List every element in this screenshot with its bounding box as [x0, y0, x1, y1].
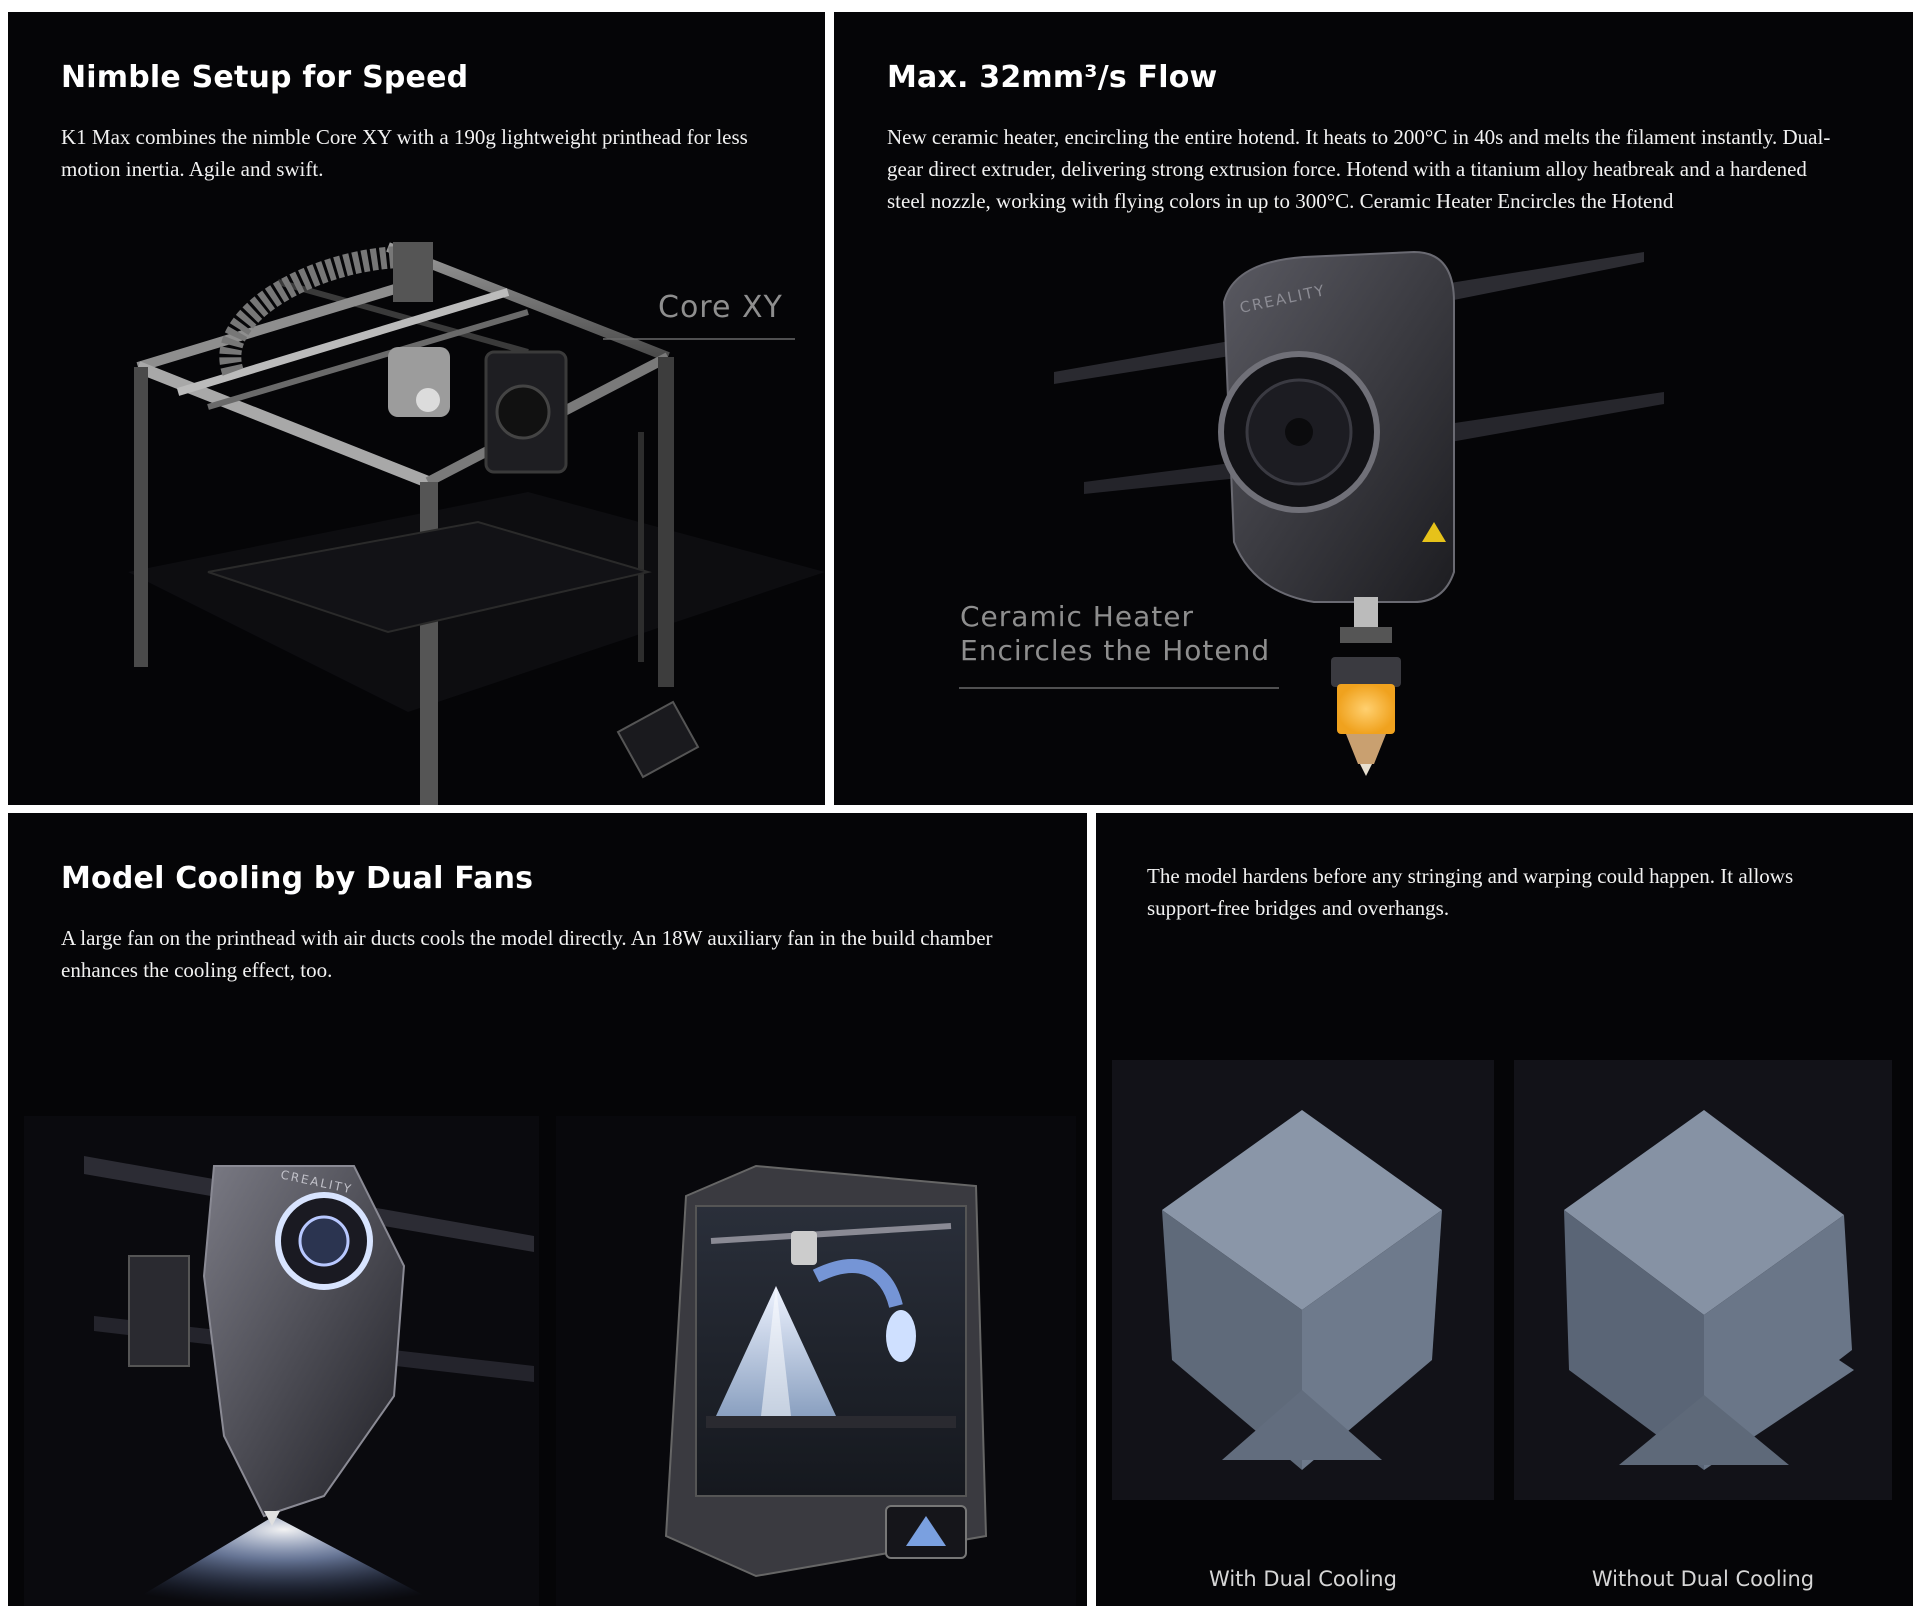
corexy-description: K1 Max combines the nimble Core XY with … — [61, 125, 748, 181]
printhead-airflow-illustration — [24, 1116, 539, 1606]
cooling-heading: Model Cooling by Dual Fans — [61, 861, 534, 896]
comparison-description: The model hardens before any stringing a… — [1147, 864, 1794, 920]
with-dual-cooling-cube — [1112, 1060, 1494, 1500]
flow-panel: Max. 32mm³/s Flow New ceramic heater, en… — [834, 12, 1913, 805]
printer-enclosure-illustration — [556, 1116, 1076, 1606]
corexy-printer-illustration — [128, 242, 825, 805]
flow-heading: Max. 32mm³/s Flow — [887, 60, 1218, 95]
heater-callout-label: Ceramic Heater Encircles the Hotend — [960, 600, 1270, 668]
hotend-illustration — [959, 250, 1664, 776]
comparison-panel: The model hardens before any stringing a… — [1096, 813, 1913, 1606]
heater-callout-line2: Encircles the Hotend — [960, 634, 1271, 667]
without-dual-cooling-label: Without Dual Cooling — [1591, 1567, 1815, 1591]
corexy-panel: Nimble Setup for Speed K1 Max combines t… — [8, 12, 825, 805]
flow-description: New ceramic heater, encircling the entir… — [887, 125, 1831, 213]
cooling-panel: Model Cooling by Dual Fans A large fan o… — [8, 813, 1087, 1606]
without-dual-cooling-cube — [1514, 1060, 1892, 1500]
cooling-description: A large fan on the printhead with air du… — [61, 926, 993, 982]
corexy-callout-label: Core XY — [658, 290, 783, 325]
heater-callout-line1: Ceramic Heater — [960, 600, 1194, 633]
with-dual-cooling-label: With Dual Cooling — [1209, 1567, 1397, 1591]
corexy-heading: Nimble Setup for Speed — [61, 60, 469, 95]
